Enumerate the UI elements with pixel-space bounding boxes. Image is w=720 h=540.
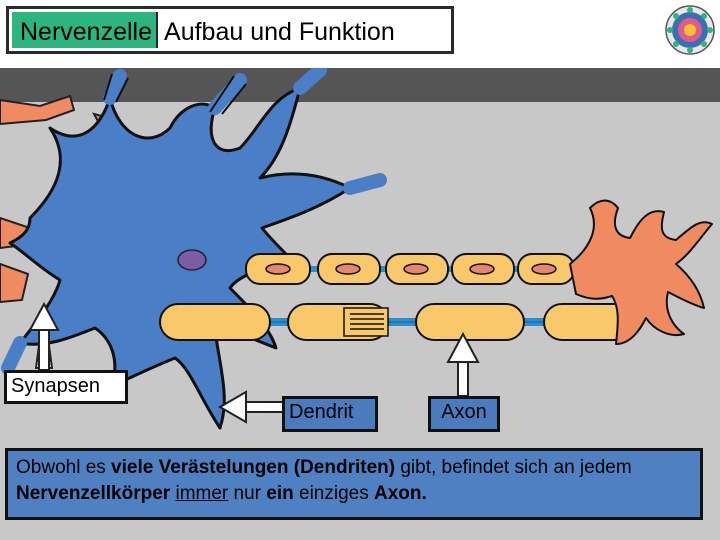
synapse-terminals-left bbox=[0, 94, 121, 304]
nucleus bbox=[177, 249, 207, 271]
dendrite-branches bbox=[1, 68, 387, 375]
axon-label: Axon bbox=[428, 396, 500, 432]
info-bold-cellbody: Nervenzellkörper bbox=[16, 483, 171, 504]
arrow-up-icon bbox=[28, 301, 60, 371]
schwann-nuclei bbox=[265, 263, 557, 275]
info-underline-immer: immer bbox=[175, 483, 229, 504]
info-text-box: Obwohl es viele Verästelungen (Dendriten… bbox=[5, 448, 703, 520]
neuron-diagram bbox=[0, 68, 713, 430]
synapsen-label: Synapsen bbox=[4, 370, 128, 404]
myelin-layers bbox=[343, 307, 389, 337]
info-bold-ein: ein bbox=[266, 483, 294, 504]
dendrit-label: Dendrit bbox=[282, 396, 378, 432]
title-highlight: Nervenzelle bbox=[12, 12, 159, 48]
dendrite-outline bbox=[103, 73, 247, 115]
arrow-left-icon bbox=[217, 390, 285, 424]
info-text: nur bbox=[228, 483, 267, 504]
info-bold-axon: Axon. bbox=[374, 483, 427, 504]
title-box: Nervenzelle Aufbau und Funktion bbox=[6, 6, 454, 54]
info-text: Obwohl es bbox=[16, 457, 112, 478]
title-text: Aufbau und Funktion bbox=[158, 12, 395, 48]
info-text: einziges bbox=[293, 483, 375, 504]
info-text: gibt, befindet sich an jedem bbox=[395, 457, 632, 478]
arrow-up-icon-axon bbox=[446, 331, 480, 397]
info-bold-dendrites: viele Verästelungen (Dendriten) bbox=[111, 457, 396, 478]
logo-mandala-icon bbox=[665, 5, 715, 55]
axon-terminal-branches bbox=[569, 199, 713, 345]
